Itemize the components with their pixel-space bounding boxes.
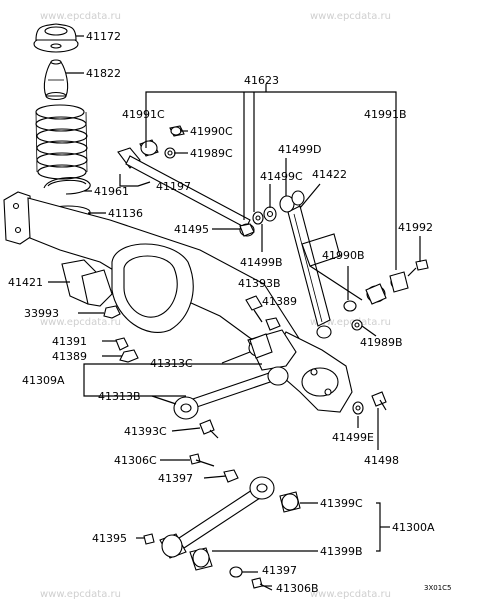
bolt-41306c <box>189 453 215 467</box>
callout-41197: 41197 <box>156 180 191 193</box>
callout-41393c: 41393C <box>124 425 167 438</box>
callout-41498: 41498 <box>364 454 399 467</box>
callout-41313c: 41313C <box>150 357 193 370</box>
callout-41990c: 41990C <box>190 125 233 138</box>
bolt-41393c <box>199 419 219 439</box>
washer-41499e <box>352 401 364 415</box>
bolt-41498 <box>371 391 387 411</box>
callout-41422: 41422 <box>312 168 347 181</box>
connecting-rod-right <box>309 265 363 301</box>
spring-insulator-ring <box>43 177 91 195</box>
lateral-rod <box>173 366 289 420</box>
bolt-41393b <box>245 295 263 323</box>
callout-41397-bottom: 41397 <box>262 564 297 577</box>
spring-upper-seat <box>33 23 79 53</box>
washer-41397-bottom <box>229 566 243 578</box>
washer-41499d <box>263 206 277 222</box>
bushing-41992 <box>389 271 409 293</box>
coil-spring <box>35 104 88 180</box>
watermark: www.epcdata.ru <box>310 317 391 328</box>
callout-41421: 41421 <box>8 276 43 289</box>
callout-41136: 41136 <box>108 207 143 220</box>
callout-41989b: 41989B <box>360 336 403 349</box>
callout-41499e: 41499E <box>332 431 374 444</box>
callout-41990b: 41990B <box>322 249 365 262</box>
callout-labels: 41172 41822 41623 41991C 41990C 41989C 4… <box>8 30 452 595</box>
callout-41306b: 41306B <box>276 582 319 595</box>
callout-41499d: 41499D <box>278 143 321 156</box>
bolt-41306b <box>251 577 273 591</box>
bushing-41990b <box>343 300 357 312</box>
washer-41499c <box>252 211 264 225</box>
callout-33993: 33993 <box>24 307 59 320</box>
watermark-group: www.epcdata.ru www.epcdata.ru www.epcdat… <box>40 11 391 600</box>
callout-41399c: 41399C <box>320 497 363 510</box>
callout-41992: 41992 <box>398 221 433 234</box>
callout-41399b: 41399B <box>320 545 363 558</box>
watermark: www.epcdata.ru <box>310 589 391 600</box>
nut-41495 <box>239 223 255 237</box>
callout-41172: 41172 <box>86 30 121 43</box>
callout-41395: 41395 <box>92 532 127 545</box>
nut <box>103 305 121 319</box>
bracket <box>61 259 113 307</box>
rear-axle-housing <box>3 191 353 413</box>
callout-41397-top: 41397 <box>158 472 193 485</box>
callout-41499b: 41499B <box>240 256 283 269</box>
callout-41499c: 41499C <box>260 170 303 183</box>
bolt-41395 <box>143 533 155 545</box>
washer-small <box>164 147 176 159</box>
bushing-41313c <box>248 333 273 359</box>
washer-41989b <box>351 319 363 331</box>
callout-41623: 41623 <box>244 74 279 87</box>
callout-41313b: 41313B <box>98 390 141 403</box>
callout-41306c: 41306C <box>114 454 157 467</box>
watermark: www.epcdata.ru <box>40 317 121 328</box>
shock-absorber <box>285 197 341 339</box>
callout-41991c: 41991C <box>122 108 165 121</box>
callout-41391: 41391 <box>52 335 87 348</box>
callout-41991b: 41991B <box>364 108 407 121</box>
callout-41389-lower: 41389 <box>52 350 87 363</box>
bushing-41991b <box>365 283 387 305</box>
bolt-41992 <box>407 259 429 277</box>
bushing-upper <box>139 139 159 157</box>
leader-lines <box>48 35 421 587</box>
watermark: www.epcdata.ru <box>310 11 391 22</box>
nut-41389 <box>265 317 281 331</box>
bushing-41499 <box>279 190 305 213</box>
callout-41495: 41495 <box>174 223 209 236</box>
nut-41397-top <box>223 469 239 483</box>
lower-arm <box>159 476 275 571</box>
bump-stopper <box>43 59 69 101</box>
bolt-small <box>115 337 129 351</box>
callout-41961: 41961 <box>94 185 129 198</box>
bushing-41399c <box>279 491 301 513</box>
nut-small <box>119 349 139 363</box>
callout-41309a: 41309A <box>22 374 65 387</box>
callout-41822: 41822 <box>86 67 121 80</box>
diagram-code: 3X01C5 <box>424 584 452 592</box>
callout-41300a: 41300A <box>392 521 435 534</box>
callout-41989c: 41989C <box>190 147 233 160</box>
watermark: www.epcdata.ru <box>40 589 121 600</box>
callout-41393b: 41393B <box>238 277 281 290</box>
watermark: www.epcdata.ru <box>40 11 121 22</box>
callout-41389-upper: 41389 <box>262 295 297 308</box>
